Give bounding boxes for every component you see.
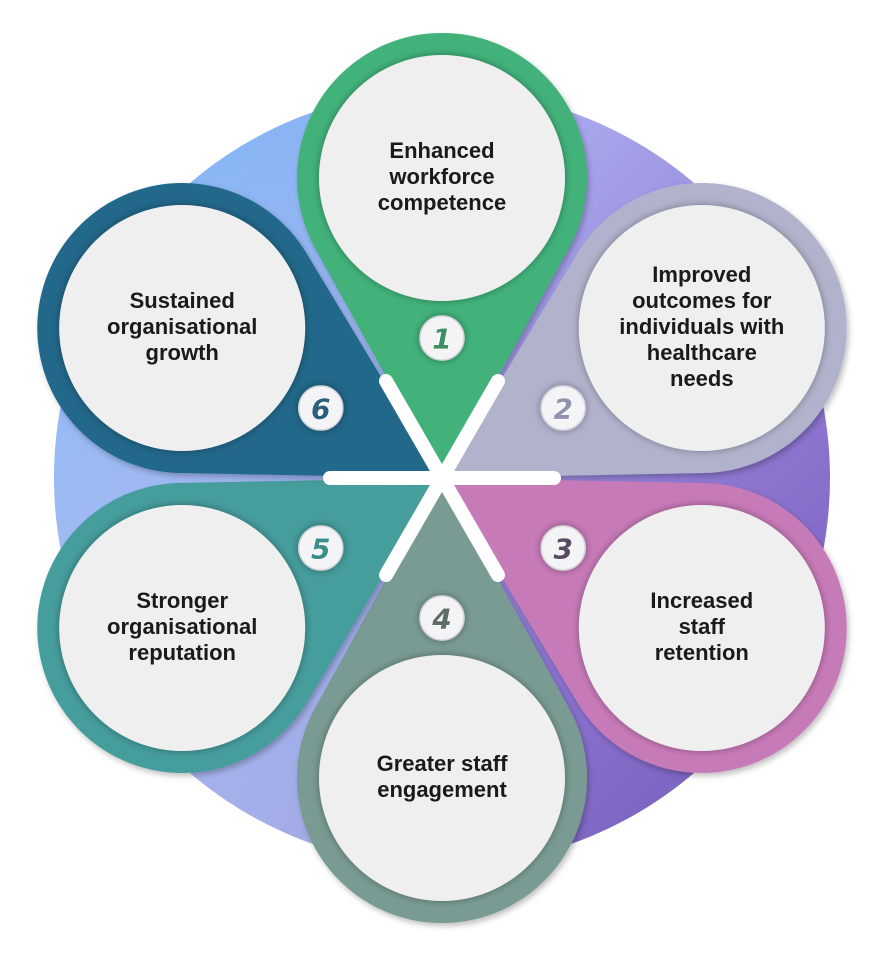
petals-group: Enhancedworkforcecompetence1Improvedoutc… <box>37 32 847 924</box>
step-6-label-line: Sustained <box>130 288 235 313</box>
step-4-circle <box>319 655 565 901</box>
step-3-number: 3 <box>553 533 572 566</box>
step-2-label-line: needs <box>670 366 734 391</box>
step-3-badge <box>540 525 586 571</box>
hub-spoke <box>435 471 505 582</box>
step-6-badge <box>298 385 344 431</box>
step-1-label-line: Enhanced <box>389 138 494 163</box>
step-3-label-line: retention <box>655 640 749 665</box>
step-5-label-line: reputation <box>128 640 236 665</box>
hub-spoke <box>379 374 449 485</box>
step-2-label-line: healthcare <box>647 340 757 365</box>
step-2-label-line: outcomes for <box>632 288 772 313</box>
step-2-circle <box>578 205 825 451</box>
step-1-circle <box>319 55 565 301</box>
step-4-number: 4 <box>431 603 451 636</box>
step-3-label-line: staff <box>679 614 726 639</box>
step-4-label-line: engagement <box>377 777 507 802</box>
step-2-badge <box>540 385 586 431</box>
step-5-badge <box>298 525 344 571</box>
step-5-label-line: Stronger <box>136 588 228 613</box>
step-6-number: 6 <box>311 393 330 426</box>
step-2-label-line: individuals with <box>619 314 784 339</box>
hub-spoke <box>435 374 505 485</box>
step-1-badge <box>419 315 465 361</box>
step-1-label-line: competence <box>378 190 506 215</box>
step-1-label-line: workforce <box>388 164 494 189</box>
step-3-label-line: Increased <box>650 588 753 613</box>
hub-spoke <box>379 471 449 582</box>
step-5-label-line: organisational <box>107 614 257 639</box>
step-2-label-line: Improved <box>652 262 751 287</box>
step-2-number: 2 <box>553 393 572 426</box>
step-1-number: 1 <box>432 323 451 356</box>
step-5-circle <box>59 505 306 751</box>
step-4-label-line: Greater staff <box>377 751 509 776</box>
step-6-label-line: growth <box>146 340 219 365</box>
step-5-number: 5 <box>311 533 330 566</box>
step-4-badge <box>419 595 465 641</box>
step-6-circle <box>59 205 306 451</box>
step-3-circle <box>578 505 825 751</box>
step-6-label-line: organisational <box>107 314 257 339</box>
